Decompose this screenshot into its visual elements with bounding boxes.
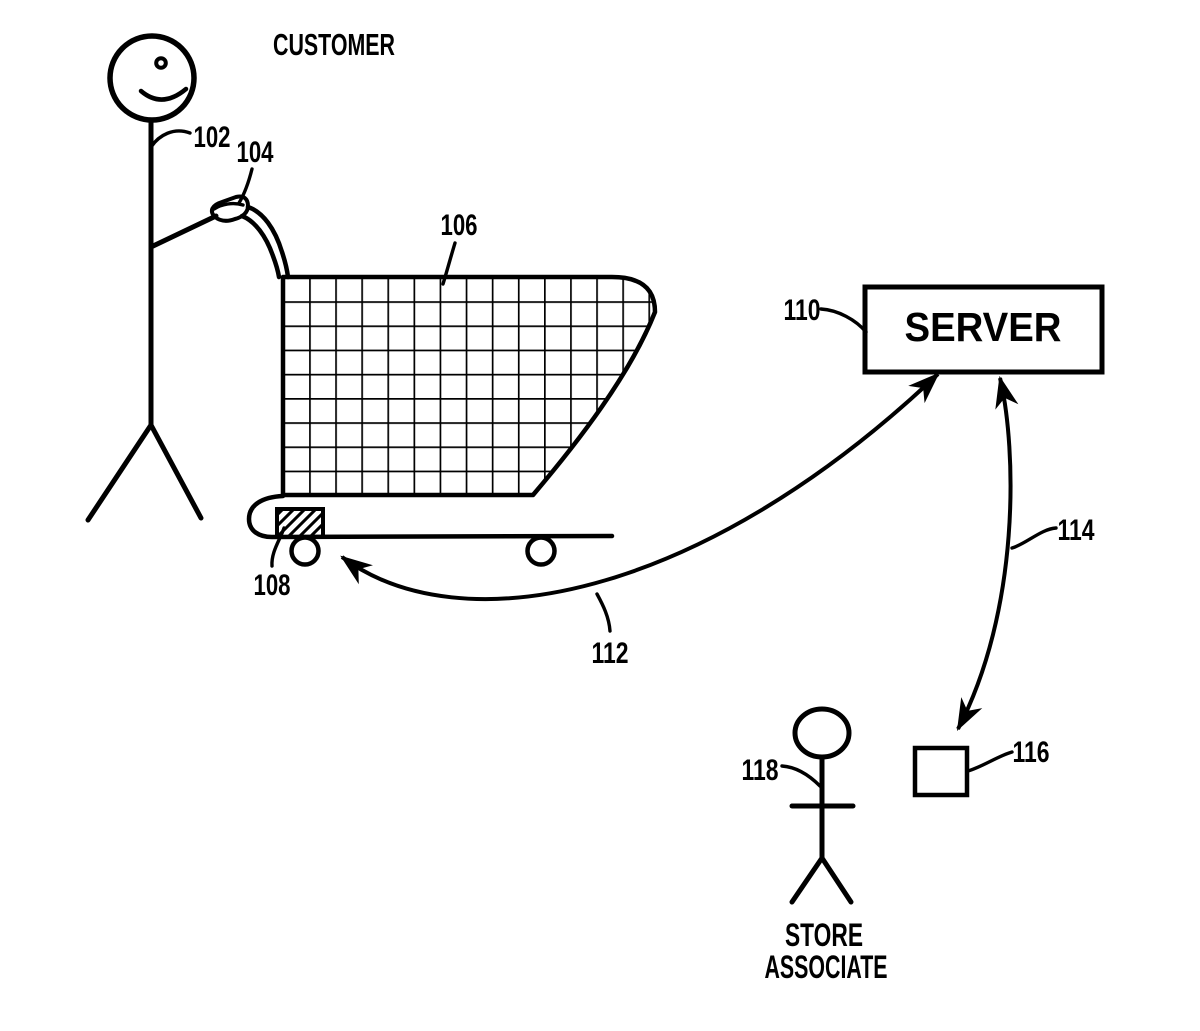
customer-ref-leader bbox=[149, 129, 192, 149]
customer-smile bbox=[138, 86, 189, 102]
associate-title-line1: STORE bbox=[785, 917, 863, 953]
server-ref-label: 110 bbox=[784, 294, 821, 327]
cart-frame bbox=[246, 493, 615, 540]
customer-eye-icon bbox=[154, 56, 168, 70]
customer-figure bbox=[85, 33, 219, 523]
link-112-ref-label: 112 bbox=[592, 637, 629, 670]
cart-device-ref-leader bbox=[270, 526, 286, 568]
link-114-ref-leader bbox=[1010, 526, 1058, 550]
hand-ref-label: 104 bbox=[237, 136, 274, 169]
customer-leg-left bbox=[85, 422, 154, 523]
associate-ref-label: 118 bbox=[742, 754, 779, 787]
cart-ref-leader bbox=[441, 241, 457, 286]
customer-head bbox=[107, 33, 197, 123]
associate-head bbox=[792, 706, 852, 760]
associate-title-line2: ASSOCIATE bbox=[765, 949, 888, 985]
associate-device-ref-leader bbox=[966, 750, 1014, 773]
server-ref-leader bbox=[819, 307, 868, 334]
cart-ref-label: 106 bbox=[441, 209, 478, 242]
link-server-device-arrow bbox=[956, 375, 1019, 731]
associate-leg-right bbox=[819, 855, 854, 905]
hand-ref-leader bbox=[237, 167, 254, 205]
cart-wheel-front bbox=[289, 535, 321, 567]
customer-title: CUSTOMER bbox=[273, 27, 395, 62]
hand-knuckle-line bbox=[212, 201, 245, 211]
associate-ref-leader bbox=[780, 764, 822, 788]
cart-device bbox=[275, 507, 325, 539]
associate-leg-left bbox=[789, 855, 825, 905]
link-114-ref-label: 114 bbox=[1058, 514, 1095, 547]
server-title: SERVER bbox=[905, 304, 1062, 350]
cart-device-ref-label: 108 bbox=[254, 569, 291, 602]
cart-wheel-rear bbox=[525, 535, 557, 567]
cart-basket bbox=[280, 274, 658, 498]
cart-handle-outer bbox=[245, 204, 291, 280]
associate-device-ref-label: 116 bbox=[1013, 736, 1050, 769]
customer-leg-right bbox=[148, 422, 204, 521]
associate-figure bbox=[789, 706, 856, 905]
customer-arm bbox=[148, 213, 219, 250]
associate-device-box bbox=[912, 745, 970, 798]
link-112-ref-leader bbox=[595, 592, 612, 633]
cart-handle-inner bbox=[239, 213, 282, 280]
link-cart-server-arrow bbox=[340, 372, 940, 601]
customer-ref-label: 102 bbox=[194, 121, 231, 154]
